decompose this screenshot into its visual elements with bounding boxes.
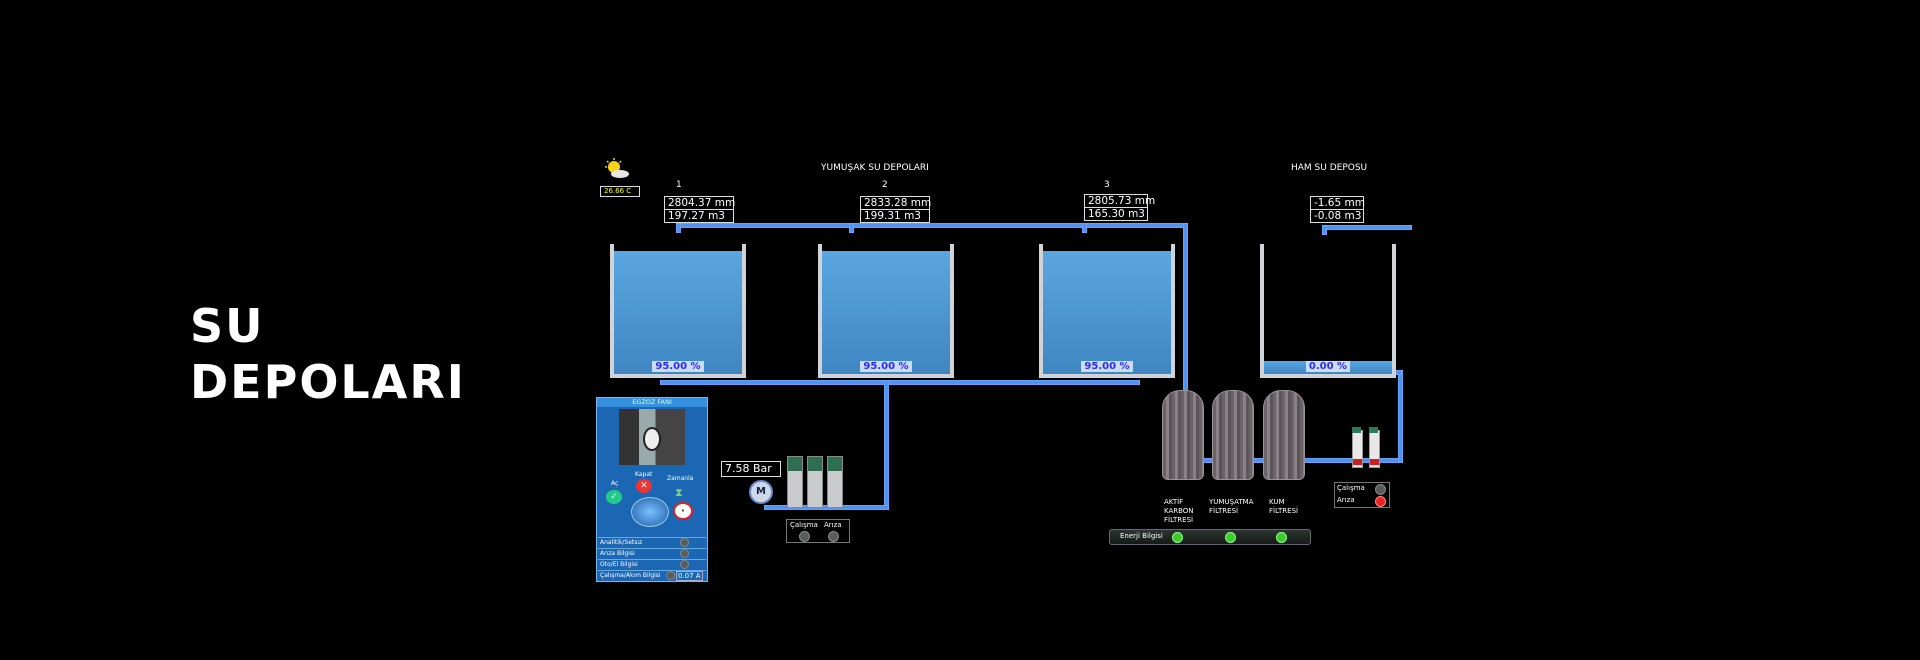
tank-1-volume-readout: 197.27 m3 <box>664 209 734 223</box>
tank-1-water <box>614 250 742 374</box>
raw-pump-status: Çalışma Arıza <box>1334 482 1390 508</box>
panel-row-1-led <box>680 538 689 547</box>
energy-info-bar: Enerji Bilgisi <box>1109 529 1311 545</box>
energy-led-1 <box>1172 532 1183 543</box>
temperature-readout: 26.66 C <box>600 186 640 197</box>
tank-1-level-readout: 2804.37 mm <box>664 196 735 210</box>
pressure-readout: 7.58 Bar <box>721 461 781 477</box>
fan-icon <box>643 427 661 451</box>
tank-2-percent: 95.00 % <box>860 361 912 372</box>
panel-row-3: Oto/El Bilgisi <box>598 559 706 570</box>
active-carbon-filter[interactable] <box>1162 390 1204 480</box>
tank-2-water <box>822 250 950 374</box>
pump-fault-label: Arıza <box>824 521 842 529</box>
booster-pump-1[interactable] <box>787 456 803 508</box>
panel-row-1: Analitik/Setsız <box>598 537 706 548</box>
softening-filter[interactable] <box>1212 390 1254 480</box>
soft-tanks-title: YUMUŞAK SU DEPOLARI <box>821 163 929 173</box>
booster-pump-3[interactable] <box>827 456 843 508</box>
raw-tank-inlet-pipe <box>1322 225 1412 230</box>
tank-3-volume-readout: 165.30 m3 <box>1084 207 1148 221</box>
raw-running-label: Çalışma <box>1337 484 1365 492</box>
panel-row-2: Arıza Bilgisi <box>598 548 706 559</box>
pump-running-label: Çalışma <box>790 521 818 529</box>
exhaust-fan-title: EGZOZ FANI <box>597 398 707 407</box>
pump-running-led <box>799 531 810 542</box>
panel-row-3-led <box>680 560 689 569</box>
sand-filter[interactable] <box>1263 390 1305 480</box>
tank-1-number: 1 <box>676 180 682 190</box>
fan-camera-view <box>619 409 685 465</box>
motor-icon[interactable]: M <box>749 480 773 504</box>
tank-3-percent: 95.00 % <box>1081 361 1133 372</box>
motor-label: M <box>756 486 766 497</box>
tank-2: 95.00 % <box>818 244 954 378</box>
tank-3-inlet-pipe <box>1082 223 1087 233</box>
tank-2-number: 2 <box>882 180 888 190</box>
open-button[interactable]: ✓ <box>606 490 622 504</box>
raw-pump-valve-2[interactable] <box>1369 427 1380 468</box>
tank-1-inlet-pipe <box>676 223 681 233</box>
filter-1-label: AKTİF KARBON FİLTRESİ <box>1164 498 1194 524</box>
tank-3-level-readout: 2805.73 mm <box>1084 194 1155 208</box>
energy-led-3 <box>1276 532 1287 543</box>
hero-title-line2: DEPOLARI <box>190 355 466 409</box>
clock-icon[interactable]: • <box>673 502 693 520</box>
tank-1-percent: 95.00 % <box>652 361 704 372</box>
sun-cloud-icon <box>602 158 630 180</box>
tank-2-level-readout: 2833.28 mm <box>860 196 931 210</box>
raw-tank-title: HAM SU DEPOSU <box>1291 163 1368 173</box>
pump-status: Çalışma Arıza <box>786 519 850 543</box>
pump-fault-led <box>828 531 839 542</box>
energy-info-label: Enerji Bilgisi <box>1120 532 1163 540</box>
tank-2-volume-readout: 199.31 m3 <box>860 209 930 223</box>
open-label: Aç <box>611 480 619 487</box>
filter-2-label: YUMUŞATMA FİLTRESİ <box>1209 498 1254 515</box>
current-readout: 0.07 A <box>676 571 703 581</box>
close-button[interactable]: ✕ <box>636 479 652 493</box>
raw-tank-percent: 0.00 % <box>1305 361 1351 372</box>
close-label: Kapat <box>635 471 653 478</box>
filter-3-label: KUM FİLTRESİ <box>1269 498 1299 515</box>
raw-water-tank: 0.00 % <box>1260 244 1396 378</box>
tank-3-number: 3 <box>1104 180 1110 190</box>
panel-row-2-led <box>680 549 689 558</box>
booster-pump-2[interactable] <box>807 456 823 508</box>
raw-running-led <box>1375 484 1386 495</box>
schedule-label: Zamanla <box>667 475 694 482</box>
hero-title-line1: SU <box>190 299 265 353</box>
tank-3: 95.00 % <box>1039 244 1175 378</box>
tank-2-inlet-pipe <box>849 223 854 233</box>
raw-pump-valve-1[interactable] <box>1352 427 1363 468</box>
hero-title: SU DEPOLARI <box>190 298 466 410</box>
raw-tank-level-readout: -1.65 mm <box>1310 196 1365 210</box>
raw-fault-led <box>1375 496 1386 507</box>
bottom-manifold-pipe <box>660 380 1140 385</box>
raw-tank-volume-readout: -0.08 m3 <box>1310 209 1364 223</box>
tank-1: 95.00 % <box>610 244 746 378</box>
hourglass-icon[interactable]: ⧗ <box>675 486 683 499</box>
pump-feed-pipe <box>764 505 889 510</box>
top-header-pipe <box>676 223 1188 228</box>
tank-3-water <box>1043 250 1171 374</box>
panel-row-4: Çalışma/Akım Bilgisi 0.07 A <box>598 570 706 581</box>
fan-speed-dial[interactable] <box>631 497 669 527</box>
raw-tank-inlet-drop <box>1322 225 1327 235</box>
panel-row-4-led <box>666 571 675 580</box>
raw-outlet-right-pipe <box>1398 370 1403 463</box>
raw-fault-label: Arıza <box>1337 496 1355 504</box>
energy-led-2 <box>1225 532 1236 543</box>
manifold-down-pipe <box>884 380 889 510</box>
exhaust-fan-panel: EGZOZ FANI Kapat ✕ Aç ✓ Zamanla ⧗ • Anal… <box>596 397 708 582</box>
header-down-pipe <box>1183 223 1188 463</box>
